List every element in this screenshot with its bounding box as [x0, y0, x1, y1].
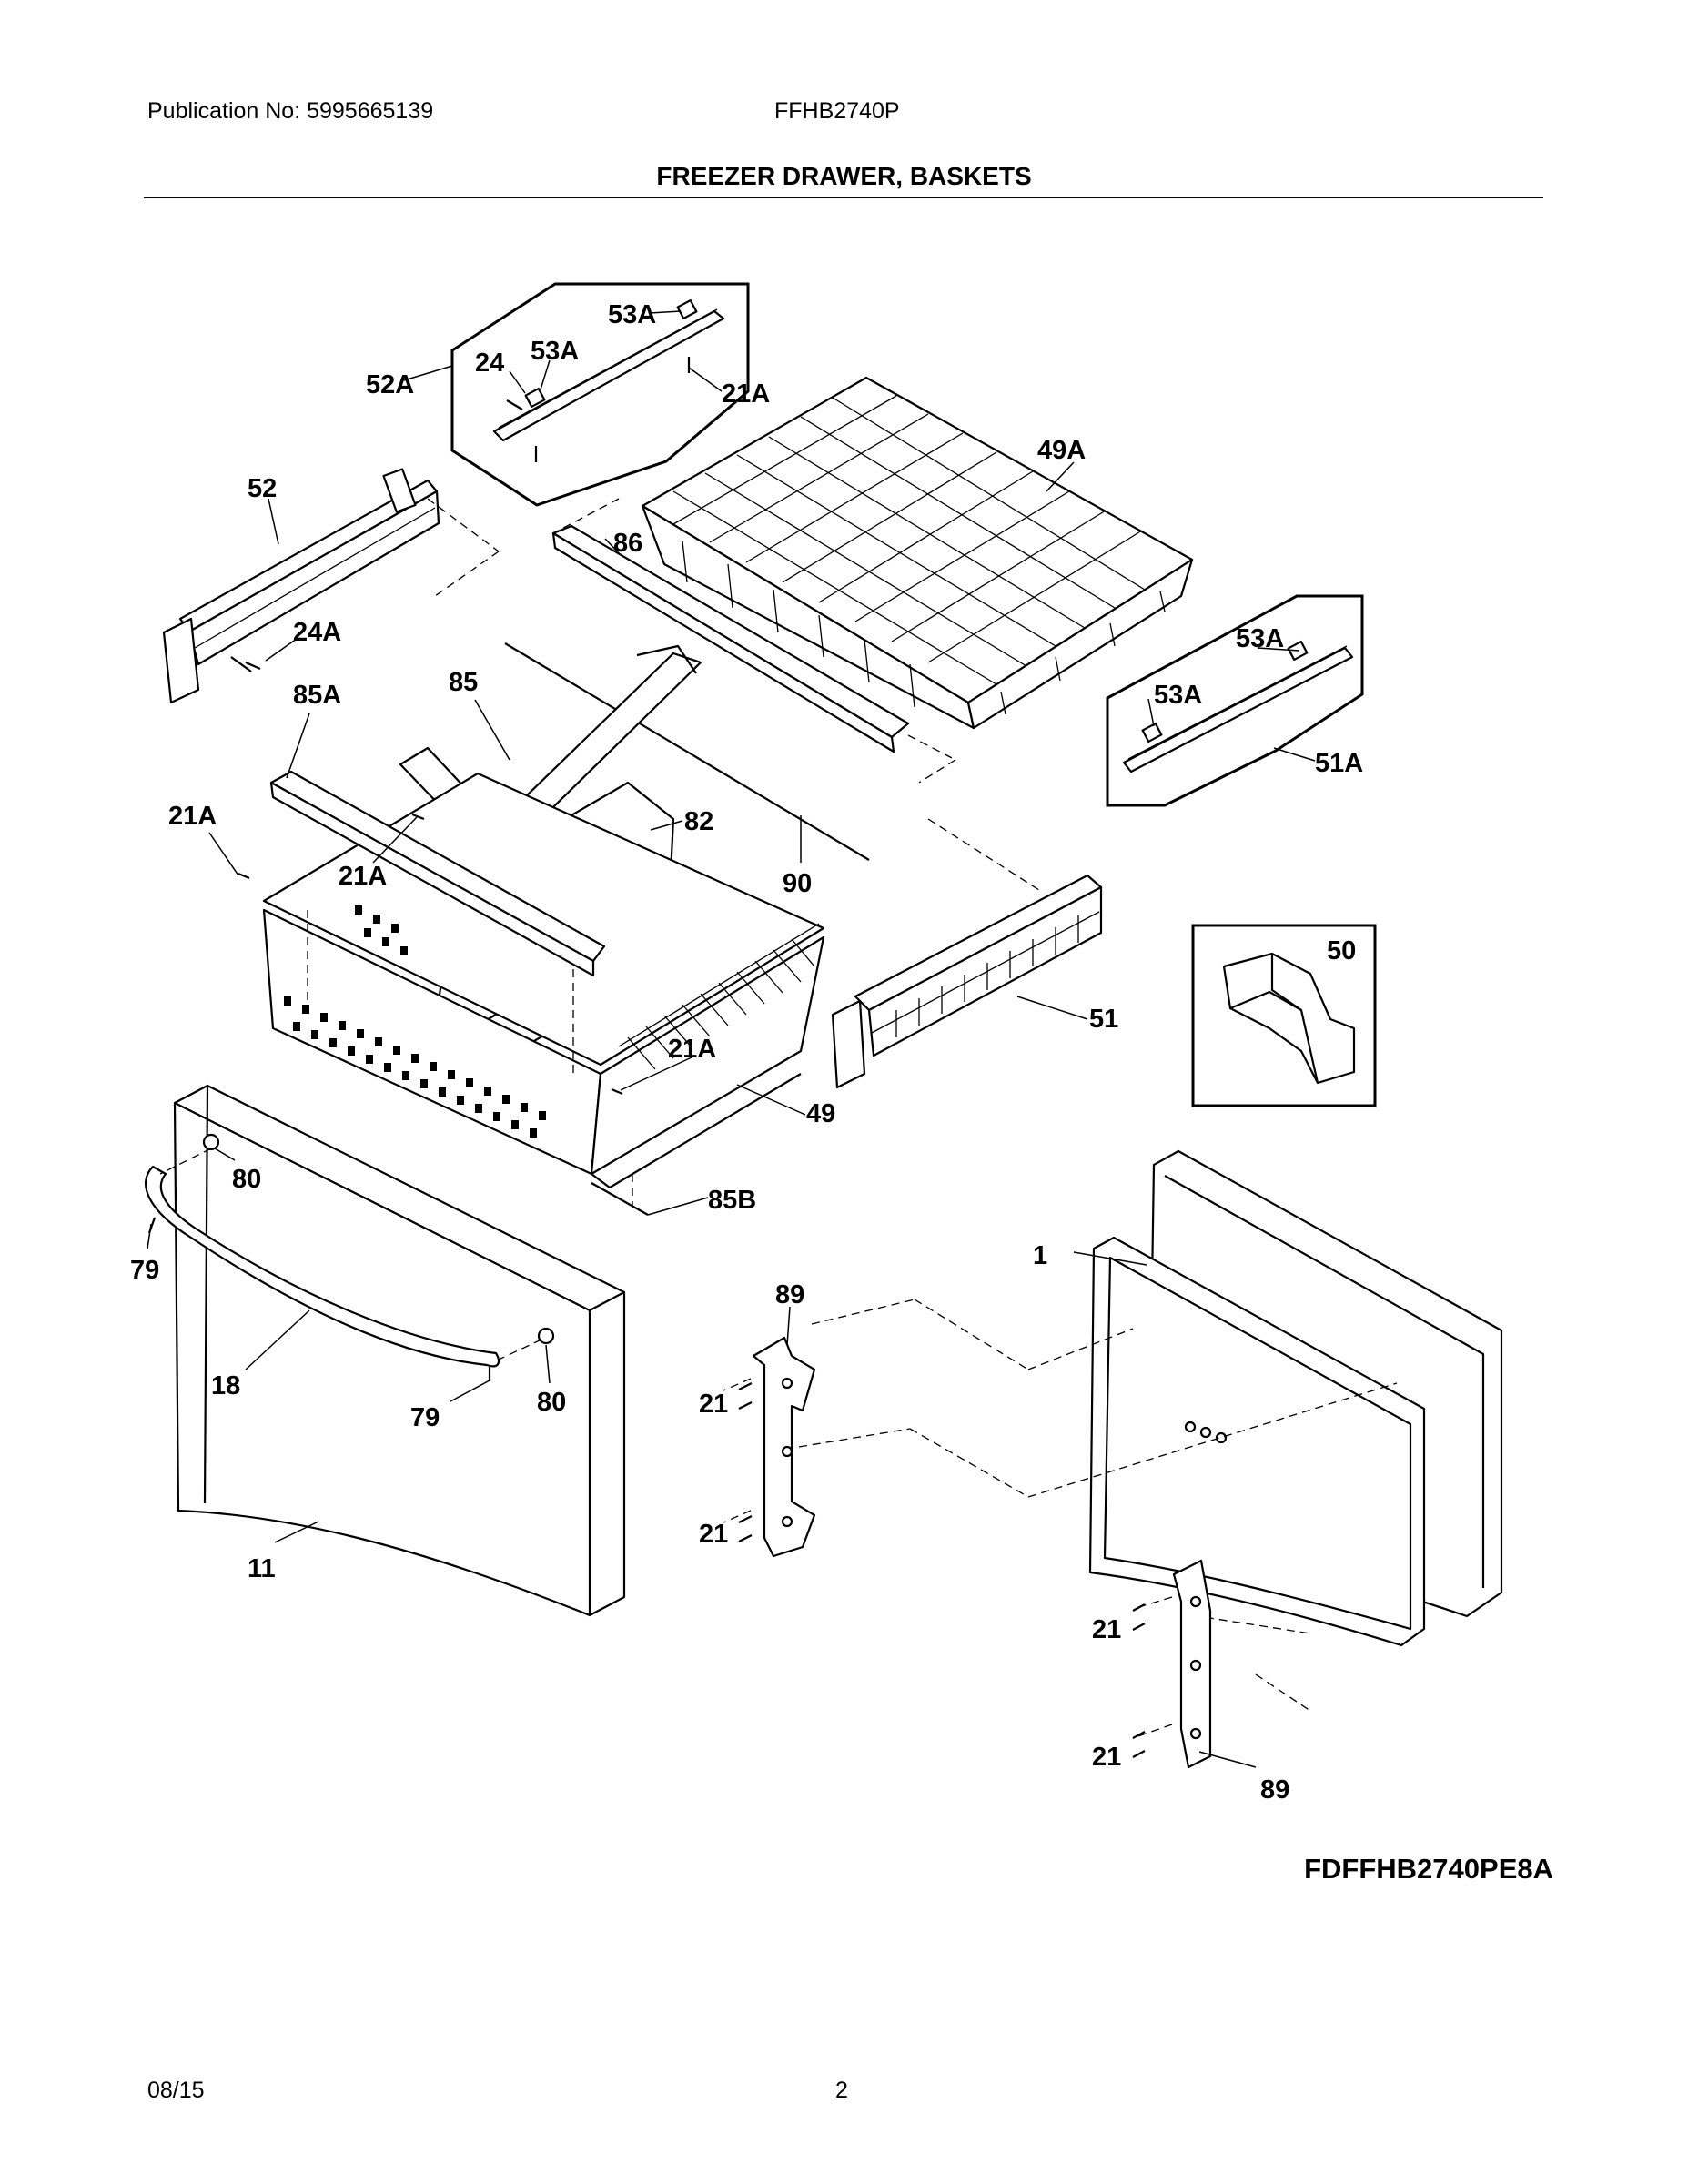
callout-79: 79: [410, 1403, 440, 1432]
figure-code: FDFFHB2740PE8A: [1304, 1853, 1553, 1885]
callout-89: 89: [775, 1280, 804, 1309]
leader-lines: [147, 310, 1316, 1768]
callout-80: 80: [232, 1165, 261, 1194]
callout-labels: 53A 24 53A 52A 21A 49A 52 86 24A 53A 53A…: [130, 300, 1363, 1805]
callout-50: 50: [1327, 936, 1356, 966]
part-89-bracket-lower: [1132, 1559, 1212, 1769]
callout-49: 49: [806, 1099, 835, 1128]
callout-49a: 49A: [1037, 436, 1086, 465]
part-85a-handle-bar: [269, 770, 606, 977]
callout-24: 24: [475, 349, 504, 378]
page-number: 2: [835, 2078, 848, 2103]
callout-82: 82: [684, 807, 713, 836]
part-49a-wire-basket: [641, 376, 1194, 730]
part-11-drawer-front: [173, 1084, 626, 1617]
callout-51a: 51A: [1315, 749, 1363, 778]
callout-51: 51: [1089, 1005, 1118, 1034]
callout-79: 79: [130, 1256, 159, 1285]
callout-80: 80: [537, 1388, 566, 1417]
callout-85a: 85A: [293, 681, 341, 710]
page-title: FREEZER DRAWER, BASKETS: [656, 162, 1032, 190]
part-52-left-slide: [162, 468, 500, 704]
callout-21a: 21A: [168, 802, 217, 831]
part-85b-rod: [591, 1182, 649, 1216]
callout-18: 18: [211, 1371, 240, 1400]
callout-53a: 53A: [608, 300, 656, 329]
callout-90: 90: [783, 869, 812, 898]
callout-85: 85: [449, 668, 478, 697]
callout-86: 86: [613, 529, 642, 558]
callout-52: 52: [248, 474, 277, 503]
callout-21: 21: [699, 1520, 728, 1549]
part-86-trim-bar: [551, 498, 956, 784]
part-89-bracket-upper: [723, 1336, 816, 1558]
callout-21: 21: [699, 1390, 728, 1419]
callout-24a: 24A: [293, 618, 341, 647]
callout-21: 21: [1092, 1615, 1121, 1644]
title-rule: [144, 197, 1543, 198]
callout-21a: 21A: [339, 862, 387, 891]
part-1-door-assembly: [798, 1149, 1503, 1712]
callout-21a: 21A: [722, 379, 770, 409]
inset-52a-slide-kit: [450, 282, 750, 507]
callout-89: 89: [1260, 1775, 1289, 1805]
part-90-rod: [504, 642, 870, 861]
callout-21a: 21A: [668, 1035, 716, 1064]
inset-51a-slide-kit: [1106, 594, 1364, 807]
callout-53a: 53A: [1154, 681, 1202, 710]
publication-number: Publication No: 5995665139: [147, 98, 434, 124]
inset-50-clip: [1191, 924, 1377, 1107]
callout-21: 21: [1092, 1743, 1121, 1772]
footer-date: 08/15: [147, 2078, 205, 2103]
callout-53a: 53A: [1236, 624, 1284, 653]
part-51-right-slide: [831, 818, 1103, 1089]
callout-1: 1: [1033, 1241, 1047, 1270]
callout-52a: 52A: [366, 370, 414, 399]
callout-11: 11: [248, 1554, 276, 1583]
callout-53a: 53A: [531, 337, 579, 366]
model-number: FFHB2740P: [774, 98, 900, 124]
screws: [238, 661, 1146, 1758]
callout-85b: 85B: [708, 1186, 756, 1215]
